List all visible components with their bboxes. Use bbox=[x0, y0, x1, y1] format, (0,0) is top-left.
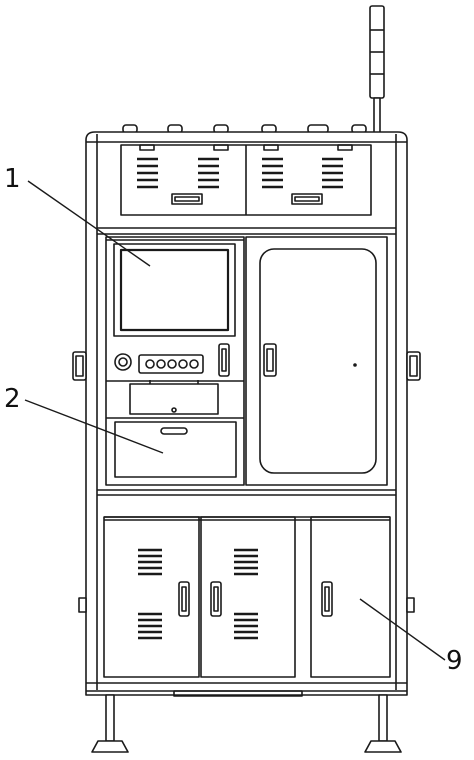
side-handles bbox=[72, 351, 421, 613]
base-and-feet bbox=[91, 690, 402, 753]
top-lifting-lugs bbox=[122, 124, 367, 134]
control-section bbox=[105, 236, 245, 486]
leader-lines bbox=[24, 180, 446, 661]
lower-doors bbox=[103, 516, 391, 678]
right-door bbox=[245, 236, 388, 486]
callout-label-2: 2 bbox=[4, 384, 21, 414]
callout-label-9: 9 bbox=[446, 646, 463, 676]
signal-tower bbox=[369, 5, 385, 135]
callout-label-1: 1 bbox=[4, 164, 21, 194]
top-vent-panel bbox=[120, 144, 372, 216]
